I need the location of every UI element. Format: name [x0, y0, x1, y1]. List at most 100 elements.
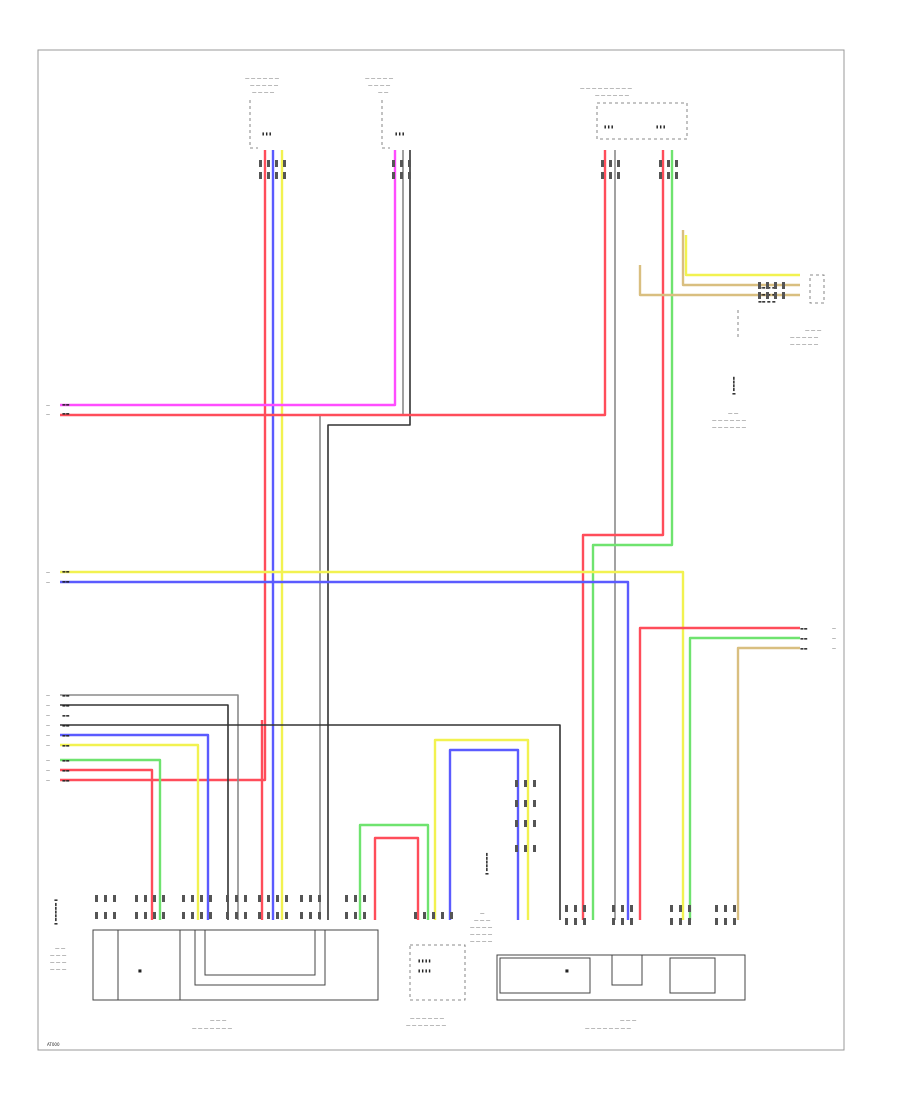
connector-pin	[414, 912, 417, 919]
pin-number: —	[46, 768, 50, 773]
connector-pin	[515, 845, 518, 852]
wire-code-label: ▬▬	[62, 778, 70, 783]
connector-pin	[300, 912, 303, 919]
connector-pin	[276, 895, 279, 902]
connector-pin	[724, 918, 727, 925]
connector-pin	[524, 845, 527, 852]
connector-pin	[235, 895, 238, 902]
connector-pin	[226, 912, 229, 919]
svg-text:— — — —: — — — —	[470, 940, 493, 945]
connector-pin	[524, 800, 527, 807]
connector-pin	[524, 820, 527, 827]
connector-pin	[565, 905, 568, 912]
svg-text:■: ■	[565, 968, 569, 973]
connector-pin	[659, 160, 662, 167]
connector-pin	[345, 895, 348, 902]
wire-code-label: ▬▬	[62, 758, 70, 763]
connector-pin	[715, 918, 718, 925]
footer-code: AT000	[47, 1042, 60, 1047]
wire-red-right-2	[581, 150, 665, 920]
connector-pin	[659, 172, 662, 179]
connector-pin	[300, 895, 303, 902]
connector-pin	[244, 912, 247, 919]
connector-pin	[782, 282, 785, 289]
wire-group	[60, 150, 800, 920]
wire-tan-right-2	[638, 265, 800, 297]
svg-text:—: —	[46, 403, 50, 408]
connector-pin	[191, 895, 194, 902]
svg-text:▮ ▮ ▮: ▮ ▮ ▮	[656, 124, 665, 129]
svg-text:— —: — —	[728, 412, 739, 417]
connector-pin	[345, 912, 348, 919]
connector-pin	[574, 905, 577, 912]
connector-pin	[259, 160, 262, 167]
connector-pin	[515, 820, 518, 827]
svg-text:▮ ▮ ▮: ▮ ▮ ▮	[395, 131, 404, 136]
bottom-middle-module: ▮ ▮ ▮ ▮ ▮ ▮ ▮ ▮ — — — — — — — — — — — — …	[406, 852, 493, 1029]
connector-pin	[758, 292, 761, 299]
connector-pin	[318, 895, 321, 902]
connector-pin	[209, 912, 212, 919]
connector-pin	[688, 918, 691, 925]
connector-pin	[309, 912, 312, 919]
connector-pin	[309, 895, 312, 902]
wire-red-lower-2	[60, 768, 154, 920]
connector-pin	[774, 282, 777, 289]
connector-pin	[515, 780, 518, 787]
wire-magenta	[60, 150, 397, 407]
svg-text:— — — — — —: — — — — — —	[595, 94, 630, 99]
svg-text:▮ ▬▬▬▬▬: ▮ ▬▬▬▬▬	[484, 852, 489, 875]
connector-pin	[583, 918, 586, 925]
connector-pin	[267, 895, 270, 902]
svg-text:—: —	[46, 412, 50, 417]
connector-pin	[209, 895, 212, 902]
connector-pin	[533, 820, 536, 827]
connector-pin	[609, 160, 612, 167]
svg-text:— — —: — — —	[210, 1019, 227, 1024]
svg-text:▮ ▮ ▮ ▮: ▮ ▮ ▮ ▮	[418, 968, 431, 973]
connector-pin	[113, 912, 116, 919]
connector-pin	[363, 895, 366, 902]
connector-pin	[774, 292, 777, 299]
connector-pin	[235, 912, 238, 919]
pin-number: —	[46, 723, 50, 728]
pin-number: —	[46, 703, 50, 708]
svg-text:— — —: — — —	[50, 968, 67, 973]
wire-black-lower-2	[60, 724, 561, 920]
connector-pin	[285, 912, 288, 919]
svg-text:▮ ▮ ▮: ▮ ▮ ▮	[262, 131, 271, 136]
connector-pin	[354, 912, 357, 919]
connector-pin	[144, 912, 147, 919]
connector-pin	[758, 282, 761, 289]
connector-pin	[354, 895, 357, 902]
wire-yellow-cross	[60, 570, 685, 920]
connector-pin	[675, 172, 678, 179]
connector-pin	[95, 912, 98, 919]
svg-text:—: —	[46, 570, 50, 575]
connector-pin	[226, 895, 229, 902]
svg-text:— — — — —: — — — — —	[790, 336, 819, 341]
bottom-left-module: ■ — — — — — — — — — — ▮ ▬▬▬▬▬ ▮ — — — — …	[50, 899, 379, 1032]
connector-pin	[441, 912, 444, 919]
left-labels-lower: —▬▬—▬▬—▬▬—▬▬—▬▬—▬▬—▬▬—▬▬—▬▬	[46, 693, 70, 783]
pin-number: —	[46, 713, 50, 718]
connector-pin	[601, 160, 604, 167]
wire-code-label: ▬▬	[62, 743, 70, 748]
connector-pin	[182, 895, 185, 902]
wire-red-right	[60, 150, 607, 417]
connector-pin	[574, 918, 577, 925]
svg-text:— — — — — — — —: — — — — — — — —	[585, 1027, 632, 1032]
connector-pin	[135, 912, 138, 919]
svg-text:— — — — — —: — — — — — —	[245, 77, 280, 82]
svg-text:▬▬: ▬▬	[62, 402, 70, 407]
wire-green-lower	[60, 758, 162, 920]
connector-pin	[267, 160, 270, 167]
connector-pin	[283, 160, 286, 167]
connector-pin	[153, 912, 156, 919]
svg-text:▮ ▬▬▬▬▬ ▮: ▮ ▬▬▬▬▬ ▮	[53, 899, 58, 925]
wire-green-right-lower	[688, 636, 800, 920]
connector-pin	[766, 282, 769, 289]
connector-pin	[191, 912, 194, 919]
connector-pin	[524, 780, 527, 787]
connector-pin	[617, 160, 620, 167]
